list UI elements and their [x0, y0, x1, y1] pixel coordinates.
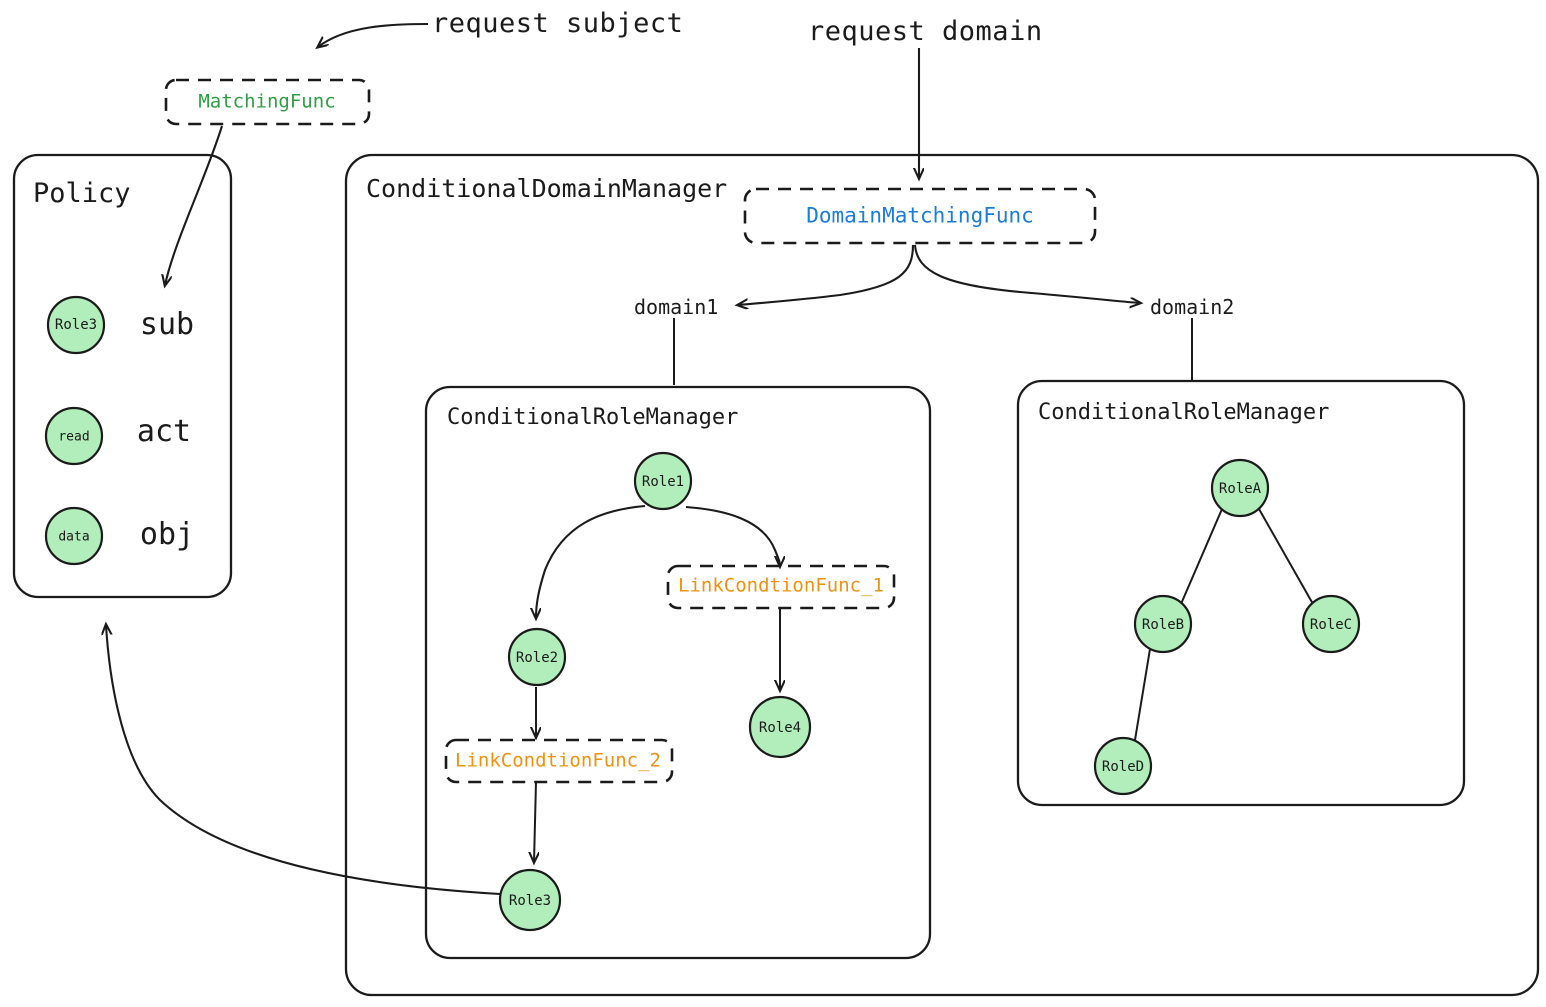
policy-circle-read-label: read [58, 429, 90, 445]
domain2-label: domain2 [1150, 295, 1235, 319]
policy-field-sub: sub [139, 307, 195, 342]
roleB-roleD-link [1134, 648, 1151, 741]
node-roleA-label: RoleA [1218, 481, 1262, 497]
left-role-manager-title: ConditionalRoleManager [447, 405, 739, 430]
role1-to-role2-arrow [536, 504, 646, 618]
node-role3-left-label: Role3 [508, 893, 552, 909]
policy-circle-role3-label: Role3 [54, 317, 98, 333]
domain2-branch-arrow [913, 244, 1140, 303]
policy-field-obj: obj [139, 517, 195, 552]
linkcondtionfunc2-label[interactable]: LinkCondtionFunc_2 [455, 749, 661, 772]
node-roleC-label: RoleC [1309, 617, 1353, 633]
matchingfunc-to-sub-arrow [165, 125, 224, 285]
callout-request-subject: request subject [432, 8, 684, 39]
policy-field-act: act [136, 414, 192, 449]
node-role2-label: Role2 [515, 650, 559, 666]
matching-func-label[interactable]: MatchingFunc [198, 90, 336, 113]
callout-request-domain: request domain [808, 16, 1043, 47]
node-role4-label: Role4 [758, 720, 802, 736]
right-role-manager-container [1016, 379, 1466, 807]
domain1-branch-arrow [738, 244, 915, 305]
node-roleB-label: RoleB [1141, 617, 1185, 633]
policy-title: Policy [33, 178, 131, 209]
roleA-roleC-link [1258, 508, 1314, 605]
roleA-roleB-link [1180, 508, 1223, 605]
request-subject-arrow [318, 22, 429, 47]
conditional-domain-manager-container [344, 153, 1540, 997]
left-role-manager-container [424, 385, 932, 960]
policy-container [12, 153, 233, 599]
conditional-domain-manager-title: ConditionalDomainManager [366, 174, 728, 203]
linkcondtionfunc1-label[interactable]: LinkCondtionFunc_1 [678, 574, 884, 597]
linkcondtionfunc2-to-role3-arrow [534, 781, 536, 862]
domain1-label: domain1 [634, 295, 719, 319]
domain-matching-func-label[interactable]: DomainMatchingFunc [806, 203, 1034, 228]
policy-circle-data-label: data [58, 529, 90, 545]
role1-to-linkcondtionfunc1-arrow [685, 505, 780, 566]
node-roleD-label: RoleD [1101, 759, 1145, 775]
role3-to-policy-arrow [106, 625, 501, 896]
right-role-manager-title: ConditionalRoleManager [1038, 400, 1330, 425]
node-role1-label: Role1 [641, 474, 685, 490]
